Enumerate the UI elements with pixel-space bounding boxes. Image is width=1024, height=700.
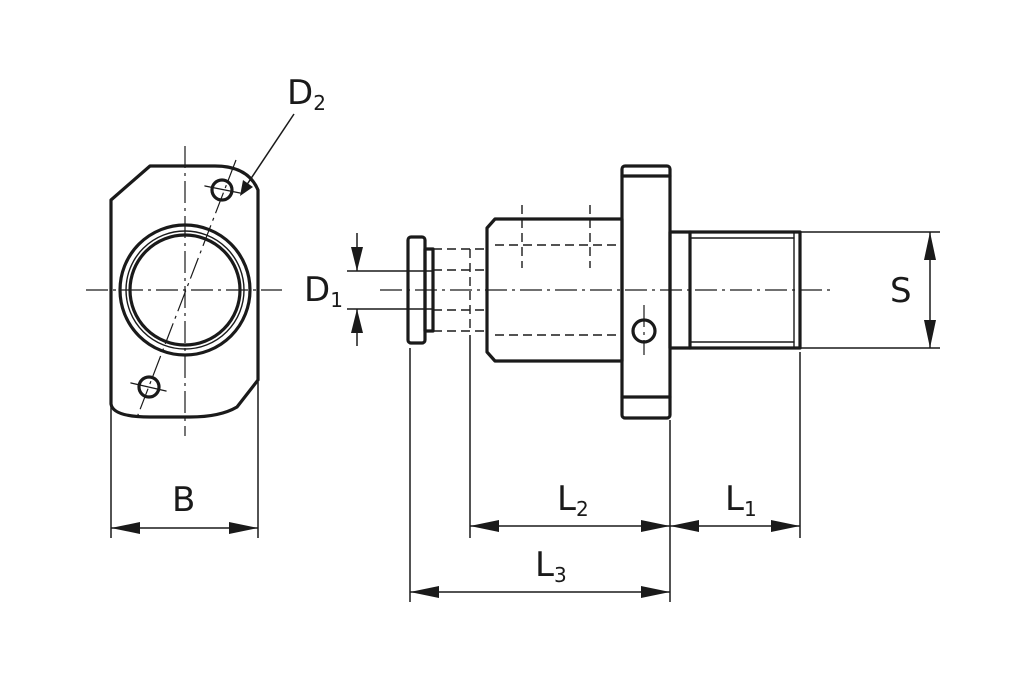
label-l3-sub: 3 [554,563,567,587]
dimension-labels: D2 B D1 S L2 L1 L3 [172,73,912,587]
label-l1-main: L [725,479,744,519]
label-d1: D1 [304,270,343,312]
label-d1-main: D [304,270,330,310]
d1-arrow-top [351,247,363,271]
s-arrow-top [924,232,936,260]
label-l2-main: L [557,479,576,519]
front-view [86,113,295,436]
label-l2-sub: 2 [576,497,589,521]
flange-outline [109,164,260,419]
d1-arrow-bottom [351,309,363,333]
l1-arrow-right [771,520,800,532]
l2-arrow-right [641,520,670,532]
l1-arrow-left [670,520,699,532]
s-arrow-bottom [924,320,936,348]
b-arrow-right [229,522,258,534]
dimension-lengths [409,335,801,602]
label-b: B [172,480,195,520]
side-view [380,164,830,420]
label-d2-main: D [287,73,313,113]
l3-arrow-right [641,586,670,598]
d2-leader-arrow [240,180,253,196]
label-d2-sub: 2 [313,91,326,115]
label-d2: D2 [287,73,326,115]
centerline-hole-axis [135,159,237,421]
label-d1-sub: 1 [330,288,343,312]
label-s: S [890,271,912,311]
hole-bottom-crossline [130,382,167,392]
dimension-s [800,231,940,349]
label-l2: L2 [557,479,589,521]
label-l3: L3 [535,545,567,587]
dimension-b [110,382,259,538]
b-arrow-left [111,522,140,534]
label-l3-main: L [535,545,554,585]
l3-arrow-left [410,586,439,598]
d2-leader-line [245,113,295,187]
side-flange [620,164,672,420]
l2-arrow-left [470,520,499,532]
label-l1-sub: 1 [744,497,757,521]
label-l1: L1 [725,479,757,521]
mounting-hole-bottom [137,375,161,399]
dimension-d1 [347,233,433,346]
hole-top-crossline [204,185,241,194]
mounting-hole-top [210,178,234,202]
